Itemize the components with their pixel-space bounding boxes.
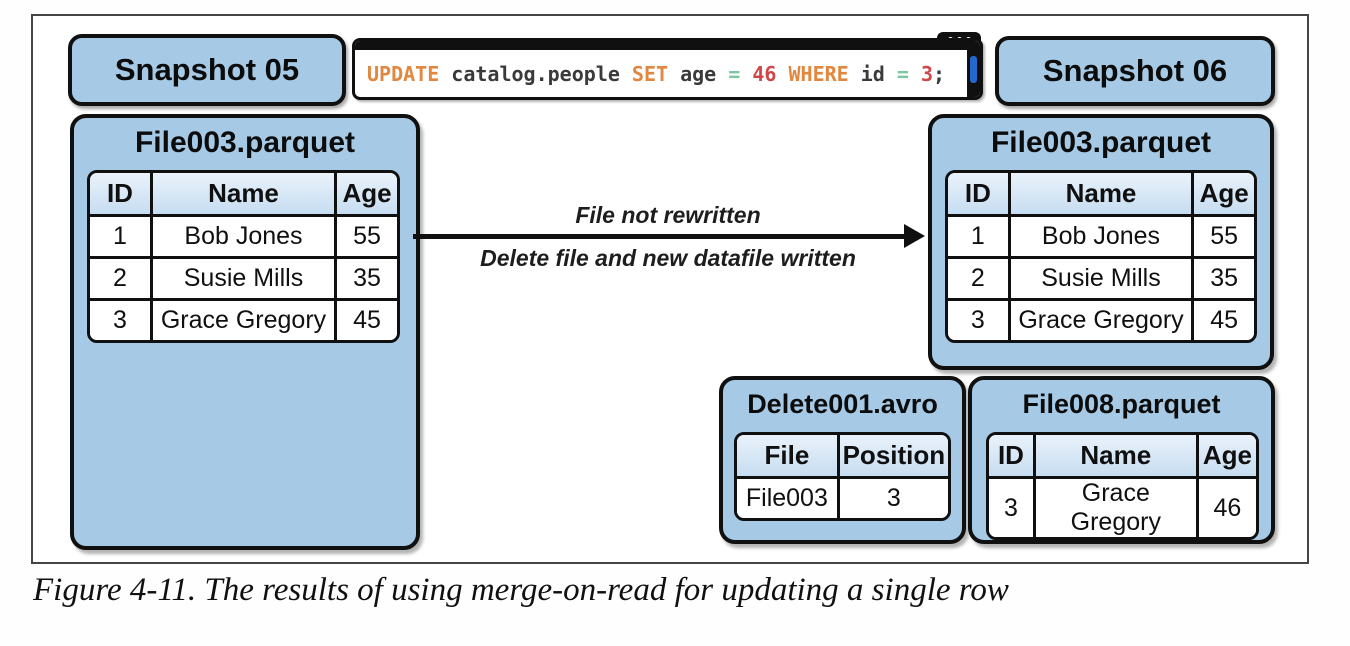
sql-token: catalog.people — [451, 61, 632, 86]
column-header: Age — [1192, 173, 1254, 217]
cell-age: 35 — [335, 257, 397, 301]
terminal-body: UPDATE catalog.people SET age = 46 WHERE… — [352, 38, 983, 100]
scrollbar-thumb-icon — [970, 56, 977, 83]
table-row: 1 Bob Jones 55 — [90, 215, 397, 259]
table-row: File003 3 — [737, 477, 948, 518]
table-row: 3 Grace Gregory 45 — [90, 299, 397, 340]
sql-token: age — [680, 61, 729, 86]
column-header: Age — [335, 173, 397, 217]
terminal-titlebar — [355, 41, 980, 50]
table-header-row: ID Name Age — [948, 173, 1254, 217]
sql-token: ; — [933, 61, 946, 86]
cell-id: 1 — [90, 215, 153, 259]
snapshot-05-label: Snapshot 05 — [114, 52, 300, 87]
column-header: Name — [1009, 173, 1195, 217]
table-header-row: File Position — [737, 435, 948, 479]
file003-after-box: File003.parquet ID Name Age 1 Bob Jones … — [928, 114, 1274, 370]
file003-before-table-wrap: ID Name Age 1 Bob Jones 55 2 Susie Mills… — [87, 170, 400, 343]
cell-name: Grace Gregory — [1009, 299, 1195, 340]
cell-name: Grace Gregory — [1034, 477, 1199, 537]
table-row: 3 Grace Gregory 45 — [948, 299, 1254, 340]
sql-token: WHERE — [788, 61, 861, 86]
column-header: ID — [90, 173, 153, 217]
sql-token: 46 — [752, 61, 789, 86]
cell-id: 3 — [90, 299, 153, 340]
cell-id: 3 — [948, 299, 1011, 340]
table-row: 2 Susie Mills 35 — [90, 257, 397, 301]
cell-name: Bob Jones — [1009, 215, 1195, 259]
file003-before-box: File003.parquet ID Name Age 1 Bob Jones … — [70, 114, 420, 550]
table-header-row: ID Name Age — [90, 173, 397, 217]
cell-id: 2 — [948, 257, 1011, 301]
cell-age: 45 — [335, 299, 397, 340]
file-box-title: File003.parquet — [134, 126, 356, 159]
arrow-label-bottom: Delete file and new datafile written — [480, 245, 856, 271]
column-header: ID — [989, 435, 1036, 479]
cell-name: Susie Mills — [1009, 257, 1195, 301]
table-header-row: ID Name Age — [989, 435, 1256, 479]
table-row: 1 Bob Jones 55 — [948, 215, 1254, 259]
column-header: ID — [948, 173, 1011, 217]
column-header: Name — [1034, 435, 1199, 479]
figure-caption: Figure 4-11. The results of using merge-… — [33, 572, 1009, 608]
file008-box: File008.parquet ID Name Age 3 Grace Greg… — [968, 376, 1275, 544]
table-row: 3 Grace Gregory 46 — [989, 477, 1256, 537]
cell-name: Bob Jones — [151, 215, 338, 259]
cell-name: Susie Mills — [151, 257, 338, 301]
file003-after-table-wrap: ID Name Age 1 Bob Jones 55 2 Susie Mills… — [945, 170, 1257, 343]
scrollbar — [967, 50, 980, 97]
file008-table-wrap: ID Name Age 3 Grace Gregory 46 — [986, 432, 1259, 540]
column-header: File — [737, 435, 840, 479]
sql-statement: UPDATE catalog.people SET age = 46 WHERE… — [367, 50, 960, 97]
snapshot-06-box: Snapshot 06 — [995, 36, 1275, 106]
cell-age: 45 — [1192, 299, 1254, 340]
sql-token: = — [728, 61, 753, 86]
table-row: 2 Susie Mills 35 — [948, 257, 1254, 301]
cell-name: Grace Gregory — [151, 299, 338, 340]
sql-token: UPDATE — [367, 61, 452, 86]
cell-position: 3 — [838, 477, 948, 518]
sql-token: id — [860, 61, 897, 86]
file-box-title: File003.parquet — [990, 126, 1212, 159]
sql-token: 3 — [920, 61, 933, 86]
file-box-title: Delete001.avro — [747, 389, 938, 419]
cell-id: 2 — [90, 257, 153, 301]
column-header: Name — [151, 173, 338, 217]
cell-age: 46 — [1197, 477, 1256, 537]
arrow-head-icon — [904, 224, 925, 248]
arrow-line — [413, 234, 906, 239]
cell-age: 55 — [335, 215, 397, 259]
cell-id: 1 — [948, 215, 1011, 259]
delete001-table: File Position File003 3 — [737, 435, 948, 518]
cell-id: 3 — [989, 477, 1036, 537]
snapshot-06-label: Snapshot 06 — [1042, 53, 1228, 88]
file008-table: ID Name Age 3 Grace Gregory 46 — [989, 435, 1256, 537]
snapshot-05-box: Snapshot 05 — [68, 34, 346, 106]
column-header: Age — [1197, 435, 1256, 479]
arrow-label-top: File not rewritten — [575, 202, 761, 228]
cell-age: 35 — [1192, 257, 1254, 301]
delete001-box: Delete001.avro File Position File003 3 — [719, 376, 966, 544]
cell-file: File003 — [737, 477, 840, 518]
sql-token: = — [896, 61, 921, 86]
cell-age: 55 — [1192, 215, 1254, 259]
file-box-title: File008.parquet — [1022, 389, 1221, 419]
sql-token: SET — [631, 61, 681, 86]
sql-terminal-window: UPDATE catalog.people SET age = 46 WHERE… — [352, 32, 983, 100]
file003-after-table: ID Name Age 1 Bob Jones 55 2 Susie Mills… — [948, 173, 1254, 340]
column-header: Position — [838, 435, 948, 479]
delete001-table-wrap: File Position File003 3 — [734, 432, 951, 521]
file003-before-table: ID Name Age 1 Bob Jones 55 2 Susie Mills… — [90, 173, 397, 340]
